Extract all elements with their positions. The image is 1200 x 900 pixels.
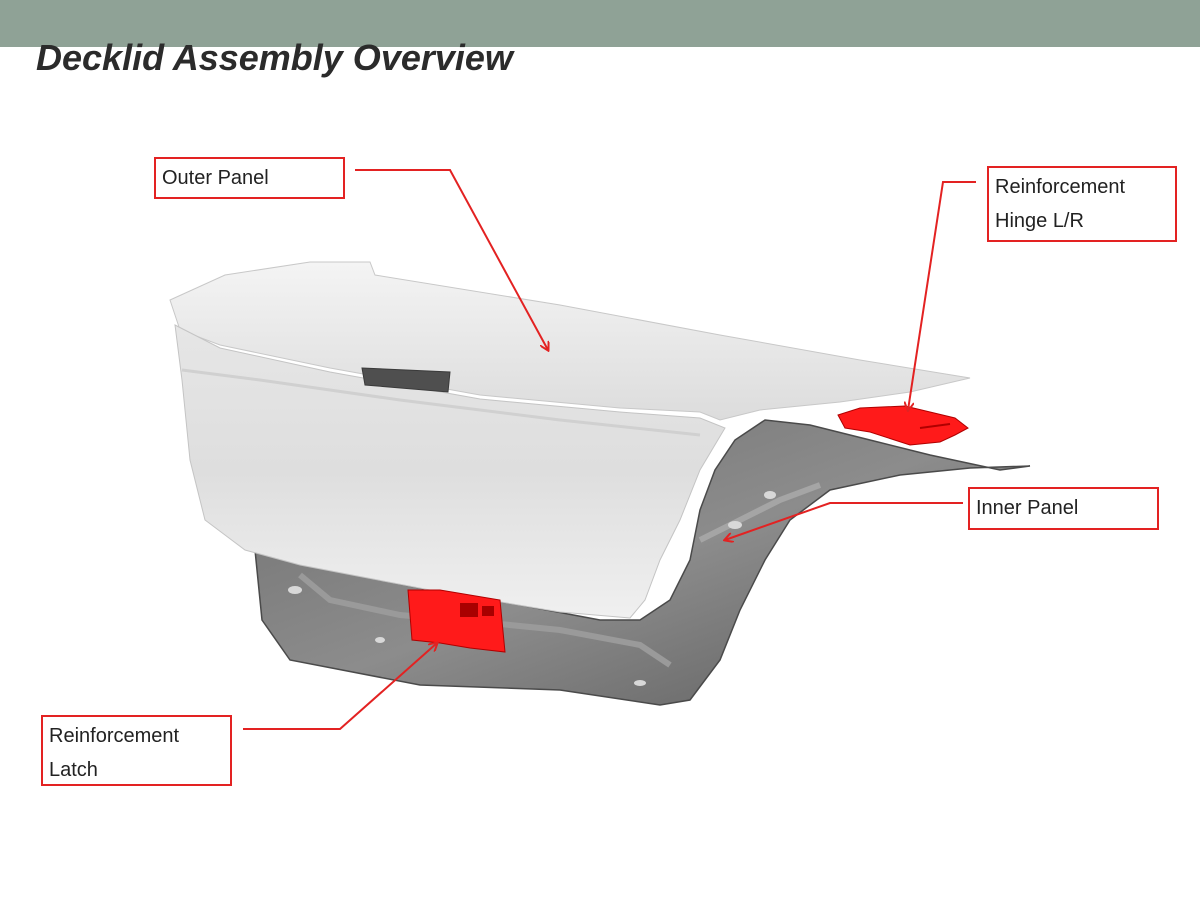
reinforcement-latch-part — [407, 589, 506, 653]
latch-leader — [243, 643, 437, 730]
reinforcement-hinge-label-line2: Hinge L/R — [995, 210, 1084, 232]
reinforcement-hinge-label-line1: Reinforcement — [995, 176, 1126, 198]
reinforcement-latch-label-line1: Reinforcement — [49, 725, 180, 747]
reinforcement-hinge-callout: Reinforcement Hinge L/R — [987, 166, 1177, 242]
outer-panel-callout: Outer Panel — [154, 157, 345, 199]
outer-panel-part — [169, 261, 971, 619]
page-title: Decklid Assembly Overview — [36, 37, 513, 78]
inner-panel-callout: Inner Panel — [968, 487, 1159, 530]
reinforcement-latch-label-line2: Latch — [49, 759, 98, 781]
inner-panel-label: Inner Panel — [976, 497, 1079, 519]
inner-panel-leader — [725, 502, 963, 540]
header-bar — [0, 0, 1200, 47]
reinforcement-latch-callout: Reinforcement Latch — [41, 715, 232, 786]
outer-panel-leader — [355, 169, 548, 350]
outer-panel-label: Outer Panel — [162, 167, 269, 189]
hinge-leader — [908, 181, 976, 410]
reinforcement-hinge-part — [837, 405, 969, 446]
